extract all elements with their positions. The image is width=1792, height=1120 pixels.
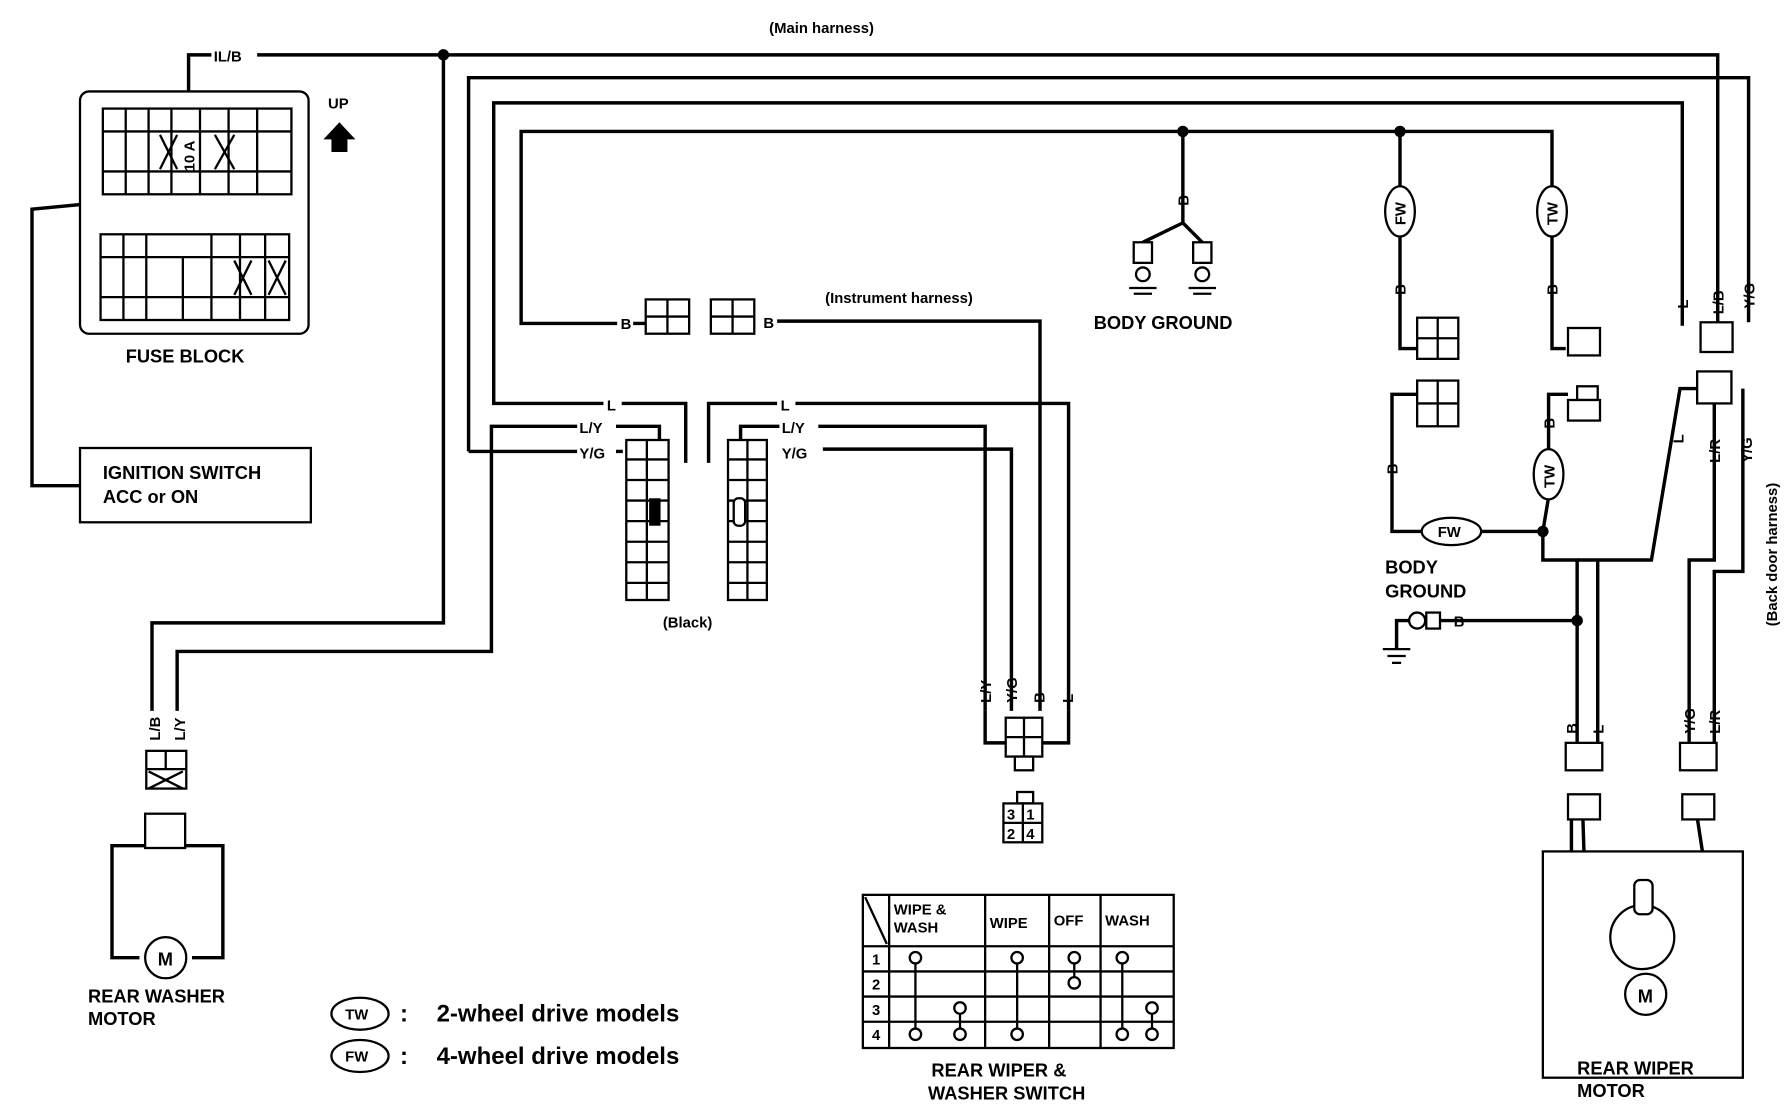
wire-label-b: B	[763, 316, 774, 332]
connector	[1415, 316, 1734, 821]
svg-text:REAR WASHER: REAR WASHER	[88, 985, 225, 1006]
fuse-block: 10 A FUSE BLOCK	[78, 90, 310, 366]
fuse-rating: 10 A	[182, 140, 198, 171]
wire-label-yg: Y/G	[1683, 708, 1699, 734]
svg-text:TW: TW	[1542, 465, 1558, 488]
svg-text:WASHER SWITCH: WASHER SWITCH	[928, 1082, 1085, 1103]
wire-label-b: B	[1565, 723, 1581, 734]
svg-text:TW: TW	[345, 1007, 368, 1023]
svg-text::: :	[400, 1043, 408, 1070]
wire-label-l: L	[781, 398, 790, 414]
black-connector	[625, 438, 768, 602]
up-arrow-icon: UP	[323, 97, 356, 152]
variant-tw-marker: TW	[1532, 448, 1565, 501]
body-ground-top: BODY GROUND	[1094, 241, 1233, 333]
column-header: OFF	[1054, 914, 1084, 930]
wire-label-b: B	[1033, 692, 1049, 703]
svg-text:FW: FW	[1438, 525, 1461, 541]
wire-label-l: L	[1671, 434, 1687, 443]
wire-label-l: L	[607, 398, 616, 414]
svg-text:REAR WIPER &: REAR WIPER &	[931, 1060, 1066, 1081]
fuse-block-label: FUSE BLOCK	[126, 345, 246, 366]
svg-text:TW: TW	[1546, 202, 1562, 225]
svg-text:MOTOR: MOTOR	[88, 1008, 156, 1029]
variant-fw-marker: FW	[1384, 185, 1416, 238]
row-label: 2	[872, 978, 880, 994]
wire-label-yg: Y/G	[1005, 677, 1021, 703]
back-door-harness-label: (Back door harness)	[1765, 483, 1781, 627]
instrument-harness-label: (Instrument harness)	[825, 291, 973, 307]
row-label: 3	[872, 1003, 880, 1019]
ignition-switch: IGNITION SWITCH ACC or ON	[78, 446, 312, 524]
svg-text::: :	[400, 1001, 408, 1028]
wire-label-l: L	[1676, 299, 1692, 308]
wire-label-b: B	[1386, 463, 1402, 474]
wire-label-b: B	[1546, 284, 1562, 295]
svg-text:REAR WIPER: REAR WIPER	[1577, 1057, 1694, 1078]
switch-table: WIPE & WASH WIPE OFF WASH 1 2 3 4 REAR W…	[861, 893, 1175, 1103]
svg-text:M: M	[158, 949, 173, 970]
row-label: 4	[872, 1028, 881, 1044]
wire-label-yg: Y/G	[782, 446, 808, 462]
svg-text:ACC or ON: ACC or ON	[103, 486, 198, 507]
svg-text:1: 1	[1026, 807, 1034, 823]
column-header: WASH	[1105, 914, 1150, 930]
body-ground-right: BODY GROUND B	[1382, 557, 1466, 664]
wire-label-lr: L/R	[1708, 439, 1724, 463]
legend: TW : 2-wheel drive models FW : 4-wheel dri…	[330, 996, 680, 1074]
wire-label-ly: L/Y	[782, 421, 805, 437]
svg-text:MOTOR: MOTOR	[1577, 1080, 1645, 1101]
row-label: 1	[872, 953, 880, 969]
wire-label-ly: L/Y	[579, 421, 602, 437]
rear-wiper-motor: M REAR WIPER MOTOR	[1541, 850, 1744, 1101]
svg-text:2-wheel drive models: 2-wheel drive models	[437, 1001, 680, 1028]
wire-label-b: B	[1177, 195, 1193, 206]
up-label: UP	[328, 97, 349, 113]
wire-label-l: L	[1061, 694, 1077, 703]
svg-text:GROUND: GROUND	[1385, 581, 1466, 602]
variant-fw-marker: FW	[1420, 516, 1483, 547]
rear-washer-motor: M REAR WASHER MOTOR	[88, 749, 225, 1029]
wire-label-b: B	[1394, 284, 1410, 295]
svg-text:FW: FW	[1394, 202, 1410, 225]
wire-label-b: B	[621, 317, 632, 333]
column-header: WIPE	[990, 916, 1028, 932]
svg-text:FW: FW	[345, 1050, 368, 1066]
wire-label-yg: Y/G	[1742, 283, 1758, 309]
wire-label-lb: L/B	[148, 716, 164, 740]
svg-text:4: 4	[1026, 827, 1035, 843]
wire-label-ly: L/Y	[979, 680, 995, 703]
variant-tw-marker: TW	[1536, 185, 1568, 238]
svg-text:3: 3	[1007, 807, 1015, 823]
svg-text:IGNITION SWITCH: IGNITION SWITCH	[103, 462, 261, 483]
wire-label-lr: L/R	[1708, 710, 1724, 734]
wire-label-yg: Y/G	[1740, 437, 1756, 463]
column-header: WIPE & WASH	[893, 900, 947, 936]
wire-label-l: L	[1591, 725, 1607, 734]
connector	[644, 298, 756, 335]
main-harness-label: (Main harness)	[769, 21, 874, 37]
wire-label-lb: IL/B	[214, 50, 242, 66]
wire-label-yg: Y/G	[579, 446, 605, 462]
wire-label-b: B	[1542, 418, 1558, 429]
svg-text:BODY: BODY	[1385, 557, 1438, 578]
svg-text:B: B	[1454, 614, 1465, 630]
svg-text:M: M	[1638, 985, 1653, 1006]
wire-label-lb: L/B	[1711, 290, 1727, 314]
svg-text:2: 2	[1007, 827, 1015, 843]
black-label: (Black)	[663, 615, 713, 631]
wire-label-ly: L/Y	[173, 717, 189, 740]
body-ground-label: BODY GROUND	[1094, 312, 1233, 333]
svg-text:4-wheel drive models: 4-wheel drive models	[437, 1043, 680, 1070]
